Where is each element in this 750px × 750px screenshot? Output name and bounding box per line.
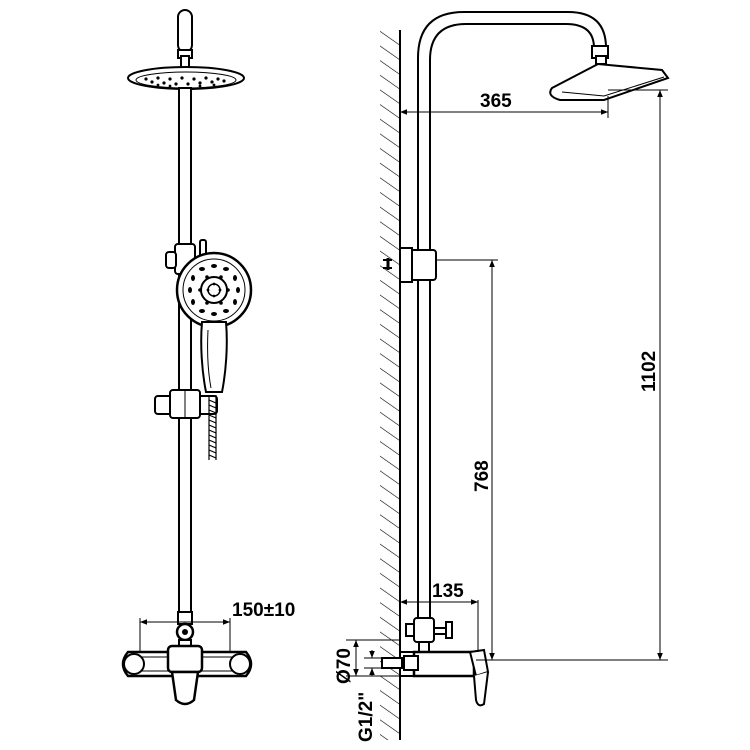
label-mixer-projection: 135 — [432, 581, 464, 602]
dimension-total-height — [476, 89, 668, 661]
label-arm-reach: 365 — [480, 91, 512, 112]
mixer-side — [381, 648, 490, 707]
spray-nozzles — [144, 76, 226, 88]
label-inlet-thread: G1/2" — [356, 692, 377, 742]
diverter-side — [405, 617, 453, 653]
slide-holder — [154, 389, 218, 419]
label-flange-diameter: Ø70 — [334, 648, 355, 684]
column-top — [177, 9, 193, 59]
hand-shower-nozzles — [188, 264, 240, 316]
dimension-arm-reach — [400, 96, 609, 118]
column-bracket-side — [383, 247, 437, 283]
mixer-front — [121, 644, 253, 706]
head-shower-front — [127, 55, 245, 90]
label-mixer-centers: 150±10 — [232, 600, 295, 621]
side-dimensions — [346, 89, 668, 677]
shower-hose — [208, 395, 217, 460]
wall — [380, 30, 401, 740]
dimension-inlet-thread — [364, 650, 388, 676]
label-total-height: 1102 — [639, 351, 660, 392]
shower-arm-side — [417, 11, 607, 618]
shower-column — [178, 87, 192, 619]
label-holder-height: 768 — [472, 460, 493, 492]
side-view — [381, 11, 670, 707]
dimension-holder-height — [436, 259, 498, 660]
dimension-mixer-projection — [400, 599, 479, 652]
dimension-mixer-centers — [139, 618, 231, 652]
front-view — [121, 9, 253, 706]
hand-shower-front — [175, 251, 253, 393]
dimension-flange-diameter — [346, 639, 400, 677]
head-shower-side — [549, 62, 670, 101]
